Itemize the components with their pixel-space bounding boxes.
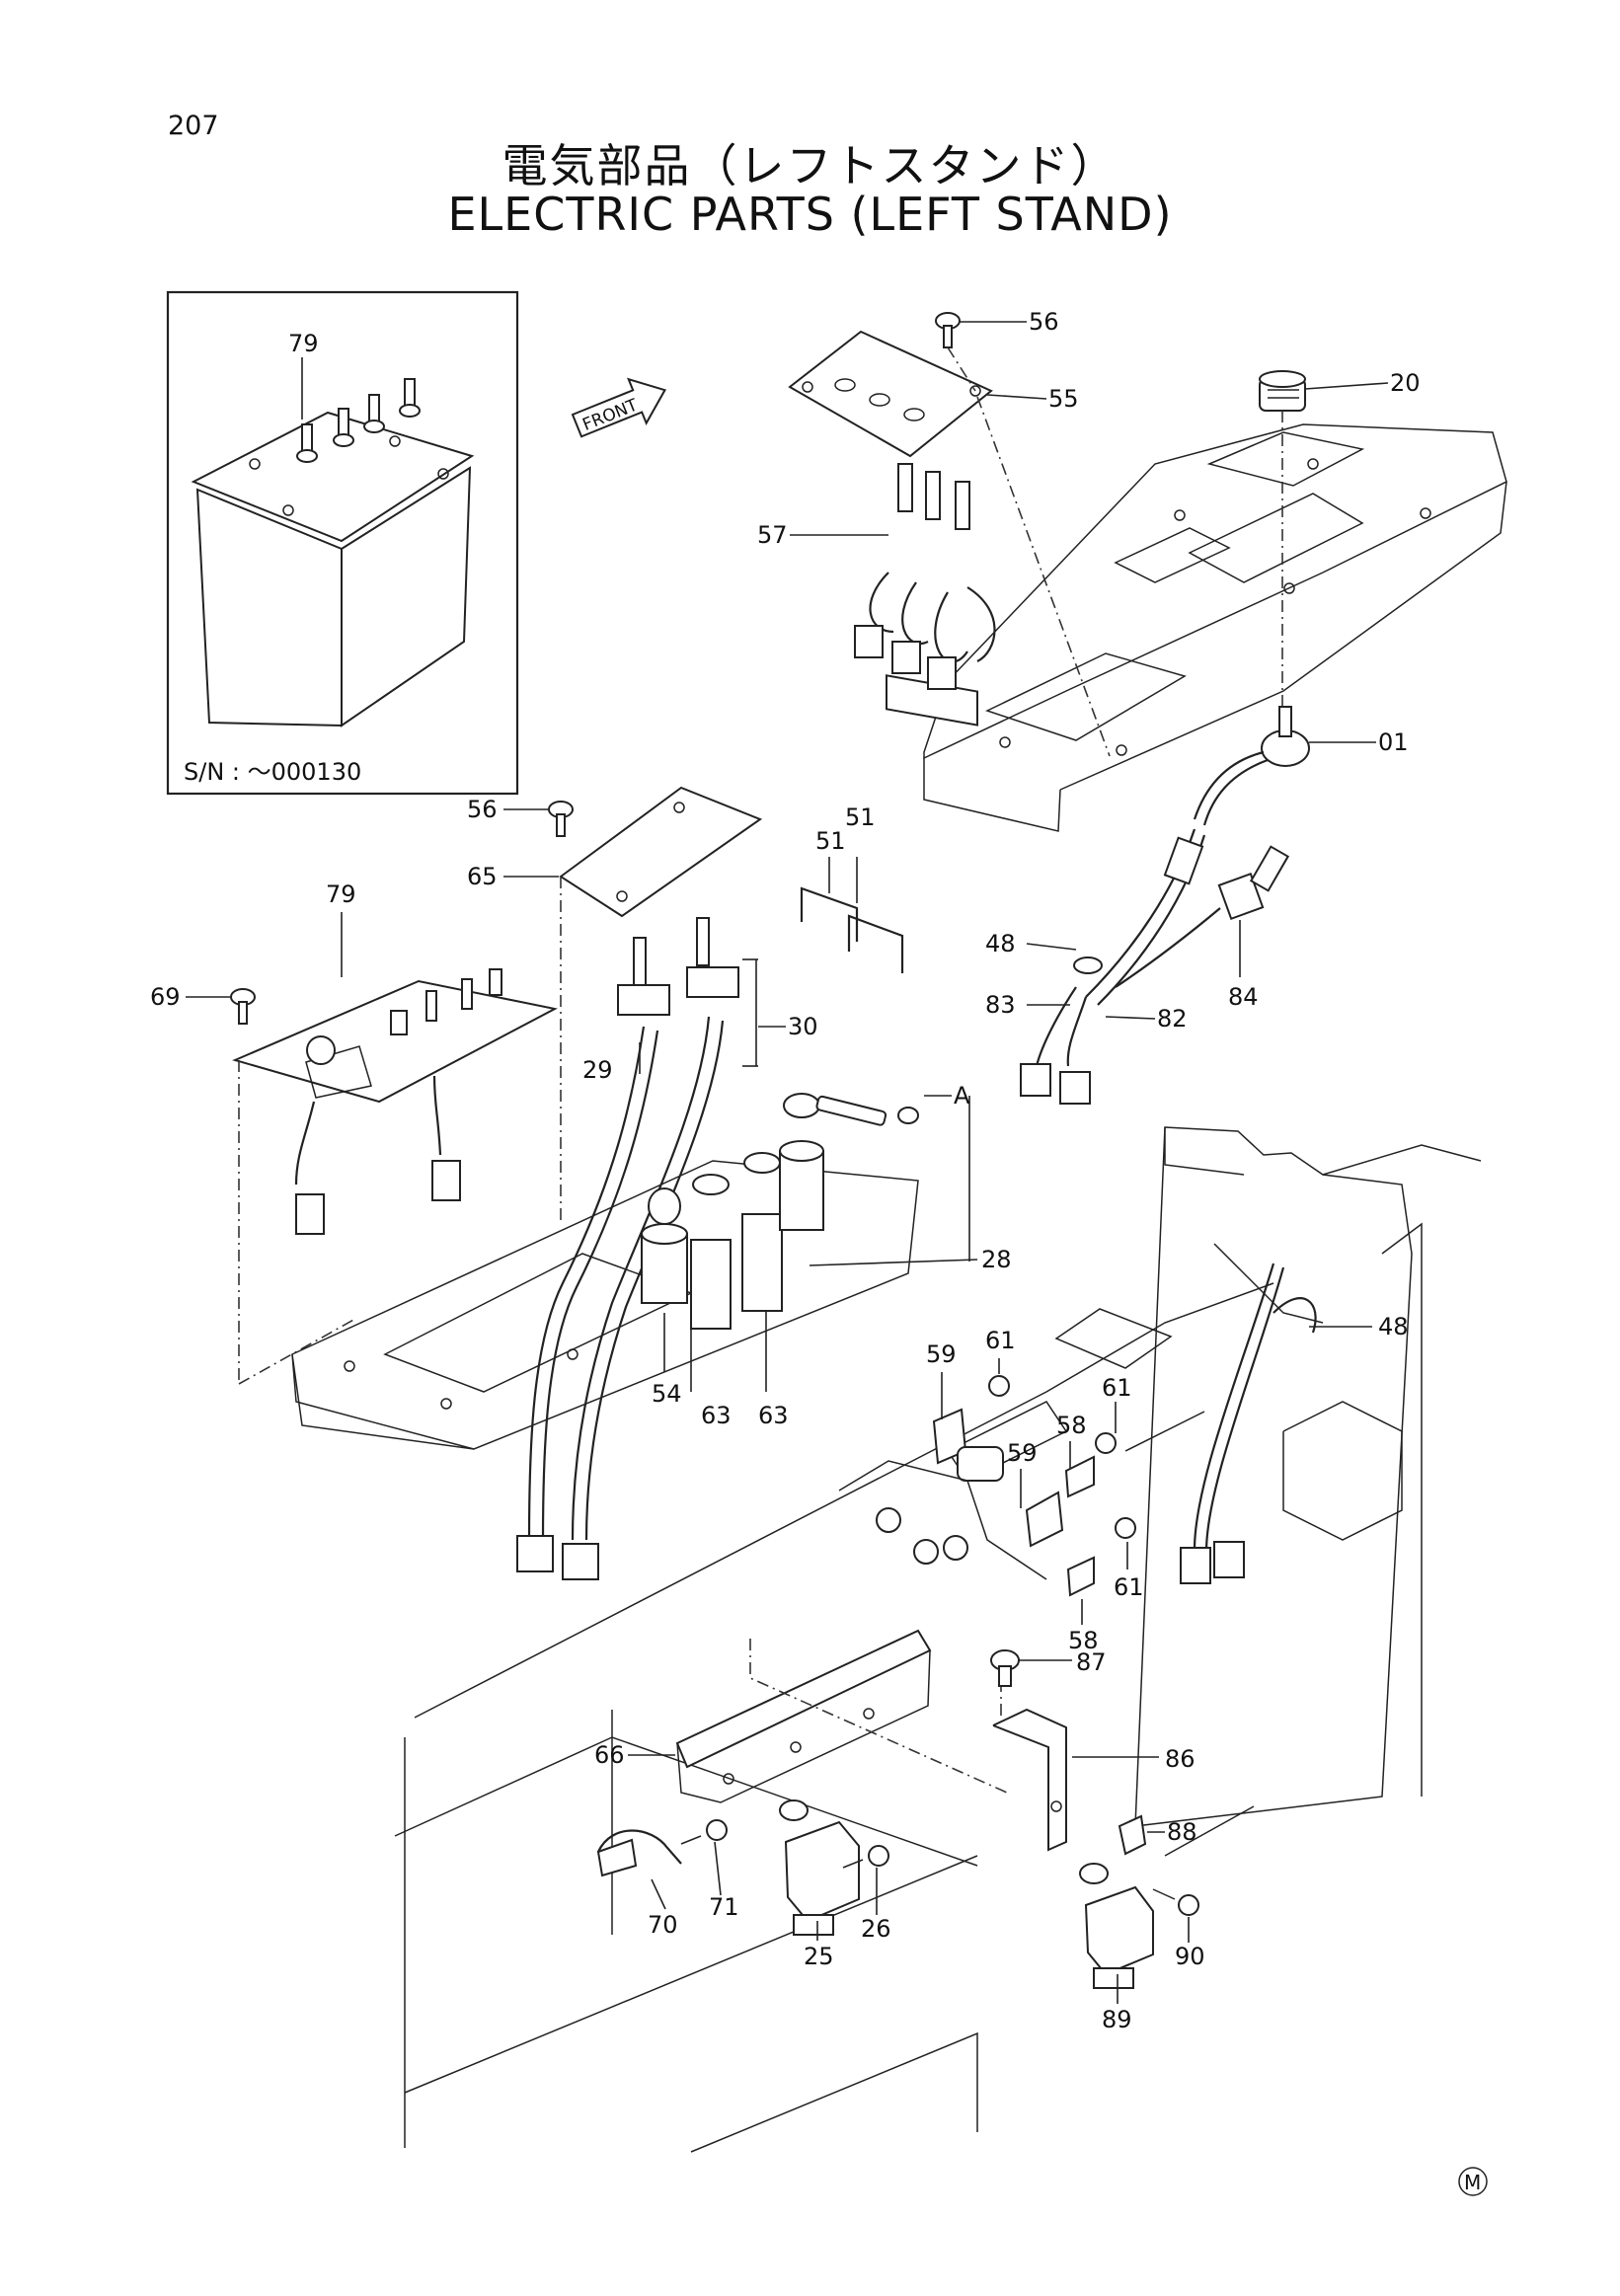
- callout-89: 89: [1102, 2006, 1132, 2033]
- inset-switch-panel: [191, 378, 475, 727]
- callout-63-right: 63: [758, 1402, 789, 1429]
- callout-71: 71: [709, 1893, 739, 1921]
- callout-30: 30: [788, 1013, 818, 1040]
- relay-part-25: [779, 1799, 860, 1941]
- u-bolts-part-51: [800, 857, 904, 973]
- callout-69: 69: [150, 983, 181, 1011]
- pad-part-88: [1118, 1814, 1165, 1856]
- callout-20: 20: [1390, 369, 1421, 397]
- callout-detail-A: A: [954, 1082, 970, 1110]
- callout-79-inset: 79: [288, 330, 319, 357]
- corner-mark-letter: M: [1464, 2171, 1481, 2194]
- callout-58-top: 58: [1056, 1412, 1087, 1439]
- callout-61-bottom: 61: [1114, 1573, 1144, 1601]
- corner-mark: M: [1458, 2167, 1488, 2196]
- bolt-part-87: [990, 1649, 1072, 1687]
- callout-25: 25: [804, 1943, 834, 1970]
- callout-82: 82: [1157, 1005, 1188, 1033]
- callout-88: 88: [1167, 1818, 1197, 1846]
- callout-01: 01: [1378, 728, 1409, 756]
- inset-box: 79 S/N : ～000130: [166, 290, 519, 796]
- callout-56-mid: 56: [467, 796, 498, 823]
- callout-29: 29: [582, 1056, 613, 1084]
- knob-part-20: [1259, 370, 1389, 711]
- callout-84: 84: [1228, 983, 1259, 1011]
- relay-part-89: [1079, 1863, 1154, 2004]
- callout-51-left: 51: [815, 827, 846, 855]
- callout-79: 79: [326, 880, 356, 908]
- callout-90: 90: [1175, 1943, 1205, 1970]
- push-switches-part-54-63: [641, 1140, 824, 1392]
- clamp-part-70-71: [596, 1819, 728, 1910]
- callout-86: 86: [1165, 1745, 1196, 1773]
- title-japanese: 電気部品（レフトスタンド）: [501, 139, 1119, 192]
- callout-59-top: 59: [926, 1340, 957, 1368]
- callout-26: 26: [861, 1915, 891, 1943]
- callout-55: 55: [1048, 385, 1079, 413]
- key-switch-part-28: [783, 1093, 978, 1266]
- title-english: ELECTRIC PARTS (LEFT STAND): [447, 188, 1173, 241]
- page-number: 207: [168, 111, 219, 141]
- callout-59-mid: 59: [1007, 1439, 1038, 1467]
- front-direction-arrow: FRONT: [571, 377, 666, 438]
- callout-58-bottom: 58: [1068, 1627, 1099, 1654]
- screw-part-56-mid: [503, 801, 574, 837]
- callout-83: 83: [985, 991, 1016, 1019]
- toggle-switch-group-part-57: [790, 463, 996, 727]
- screw-part-56-top: [935, 312, 1027, 392]
- relay-bracket-part-66: [628, 1629, 1008, 1803]
- callout-63-left: 63: [701, 1402, 732, 1429]
- switch-panel-part-79: [232, 912, 558, 1385]
- cover-plate-part-65: [503, 786, 763, 1224]
- cover-plate-part-55: [788, 330, 1111, 757]
- callout-61-mid: 61: [1102, 1374, 1132, 1402]
- wire-harness-upper-right: [1020, 828, 1290, 1105]
- callout-48-bottom: 48: [1378, 1313, 1409, 1340]
- spiral-wire-harness: [516, 1016, 725, 1580]
- callout-54: 54: [652, 1380, 682, 1408]
- machine-frame: [394, 1126, 1482, 2153]
- callout-70: 70: [648, 1911, 678, 1939]
- brackets-part-58-59-61: [838, 1358, 1136, 1625]
- callout-51-right: 51: [845, 804, 876, 831]
- callout-65: 65: [467, 863, 498, 890]
- screw-part-90: [1152, 1888, 1199, 1943]
- callout-61-top: 61: [985, 1327, 1016, 1354]
- screw-part-26: [842, 1845, 889, 1915]
- callout-48-top: 48: [985, 930, 1016, 957]
- screw-part-69: [186, 988, 256, 1025]
- callout-28: 28: [981, 1246, 1012, 1273]
- callout-57: 57: [757, 521, 788, 549]
- toggle-switches-part-29-30: [617, 917, 786, 1074]
- callout-87: 87: [1076, 1648, 1107, 1676]
- callout-66: 66: [594, 1741, 625, 1769]
- rotary-switch-part-01: [1193, 706, 1376, 826]
- callout-56-top: 56: [1029, 308, 1059, 336]
- serial-number-note: S/N : ～000130: [184, 758, 361, 786]
- upper-stand: [923, 423, 1507, 832]
